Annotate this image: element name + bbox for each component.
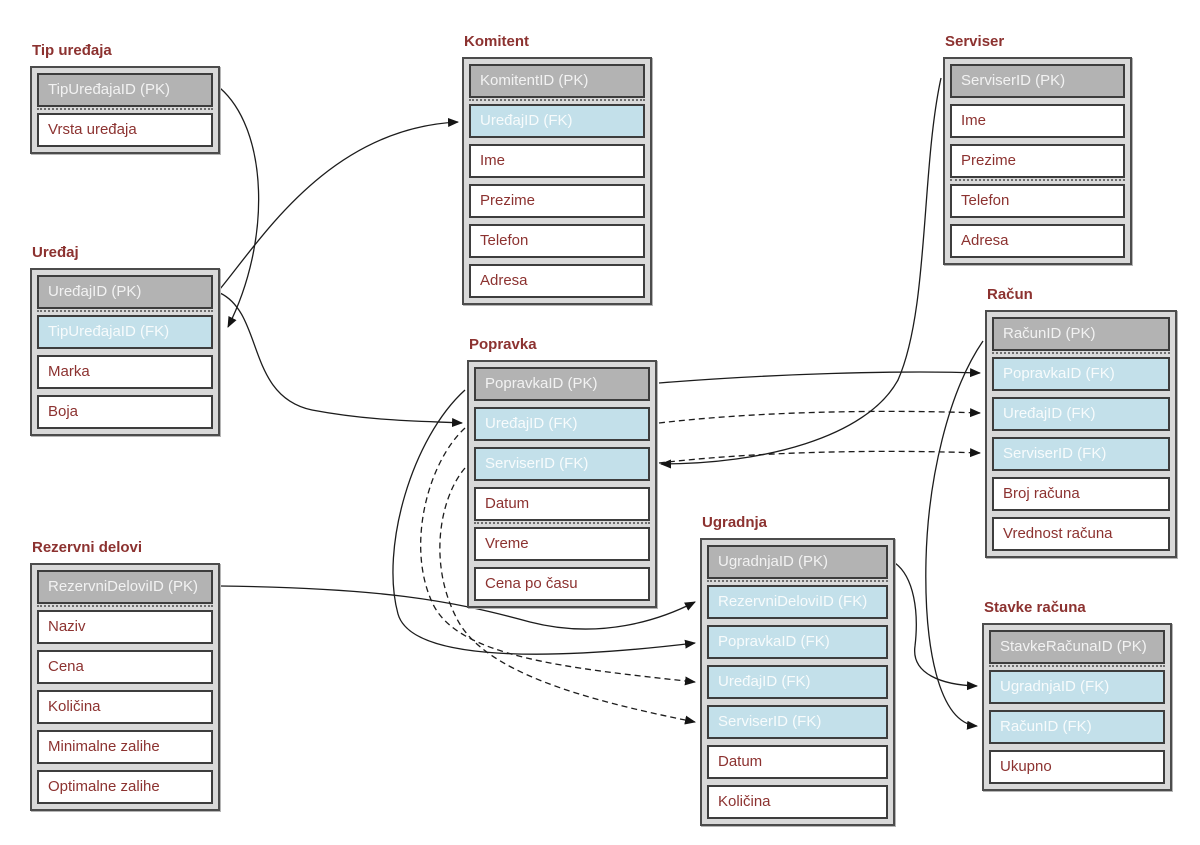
field-row-ugradnja-6[interactable]: Količina (707, 785, 888, 819)
relationship-line-2[interactable] (219, 292, 463, 428)
field-row-tip-uredjaja-1[interactable]: Vrsta uređaja (37, 113, 213, 147)
section-divider (950, 179, 1125, 181)
table-frame-stavke-racuna: StavkeRačunaID (PK) UgradnjaID (FK) RačunI… (982, 623, 1172, 791)
relationship-line-10[interactable] (439, 467, 696, 725)
relationship-line-4[interactable] (658, 368, 981, 384)
field-row-serviser-2[interactable]: Prezime (950, 144, 1125, 178)
section-divider (37, 310, 213, 312)
relationship-line-1[interactable] (219, 117, 459, 290)
relationship-line-9[interactable] (420, 427, 696, 686)
table-title-racun: Račun (987, 286, 1033, 303)
section-divider (37, 605, 213, 607)
field-row-stavke-racuna-3[interactable]: Ukupno (989, 750, 1165, 784)
table-frame-ugradnja: UgradnjaID (PK) RezervniDeloviID (FK) Popr… (700, 538, 895, 826)
relationship-line-12[interactable] (925, 340, 984, 730)
table-title-rezervni-delovi: Rezervni delovi (32, 539, 143, 556)
field-row-serviser-0[interactable]: ServiserID (PK) (950, 64, 1125, 98)
field-row-komitent-5[interactable]: Adresa (469, 264, 645, 298)
relationship-line-8[interactable] (392, 389, 696, 655)
field-row-racun-2[interactable]: UređajID (FK) (992, 397, 1170, 431)
field-row-rezervni-delovi-2[interactable]: Cena (37, 650, 213, 684)
field-row-komitent-1[interactable]: UređajID (FK) (469, 104, 645, 138)
relationship-line-3[interactable] (660, 77, 942, 469)
section-divider (474, 522, 650, 524)
relationship-line-6[interactable] (658, 448, 981, 464)
field-row-popravka-2[interactable]: ServiserID (FK) (474, 447, 650, 481)
field-row-komitent-4[interactable]: Telefon (469, 224, 645, 258)
section-divider (469, 99, 645, 101)
field-row-uredjaj-0[interactable]: UređajID (PK) (37, 275, 213, 309)
field-row-serviser-4[interactable]: Adresa (950, 224, 1125, 258)
table-frame-popravka: PopravkaID (PK) UređajID (FK) ServiserID (… (467, 360, 657, 608)
field-row-popravka-4[interactable]: Vreme (474, 527, 650, 561)
field-row-rezervni-delovi-5[interactable]: Optimalne zalihe (37, 770, 213, 804)
field-row-rezervni-delovi-0[interactable]: RezervniDeloviID (PK) (37, 570, 213, 604)
field-row-rezervni-delovi-4[interactable]: Minimalne zalihe (37, 730, 213, 764)
field-row-ugradnja-2[interactable]: PopravkaID (FK) (707, 625, 888, 659)
field-row-ugradnja-1[interactable]: RezervniDeloviID (FK) (707, 585, 888, 619)
table-frame-racun: RačunID (PK) PopravkaID (FK) UređajID (FK)… (985, 310, 1177, 558)
relationship-line-11[interactable] (894, 562, 978, 691)
section-divider (989, 665, 1165, 667)
relationship-line-7[interactable] (219, 585, 696, 630)
relationship-line-5[interactable] (658, 408, 981, 424)
relationship-line-0[interactable] (219, 87, 260, 328)
field-row-stavke-racuna-2[interactable]: RačunID (FK) (989, 710, 1165, 744)
section-divider (707, 580, 888, 582)
field-row-rezervni-delovi-1[interactable]: Naziv (37, 610, 213, 644)
section-divider (37, 108, 213, 110)
table-title-popravka: Popravka (469, 336, 537, 353)
field-row-komitent-0[interactable]: KomitentID (PK) (469, 64, 645, 98)
field-row-ugradnja-0[interactable]: UgradnjaID (PK) (707, 545, 888, 579)
field-row-ugradnja-3[interactable]: UređajID (FK) (707, 665, 888, 699)
field-row-komitent-3[interactable]: Prezime (469, 184, 645, 218)
field-row-tip-uredjaja-0[interactable]: TipUređajaID (PK) (37, 73, 213, 107)
section-divider (992, 352, 1170, 354)
field-row-komitent-2[interactable]: Ime (469, 144, 645, 178)
field-row-uredjaj-1[interactable]: TipUređajaID (FK) (37, 315, 213, 349)
field-row-ugradnja-4[interactable]: ServiserID (FK) (707, 705, 888, 739)
field-row-popravka-0[interactable]: PopravkaID (PK) (474, 367, 650, 401)
field-row-serviser-3[interactable]: Telefon (950, 184, 1125, 218)
table-title-stavke-racuna: Stavke računa (984, 599, 1086, 616)
field-row-racun-4[interactable]: Broj računa (992, 477, 1170, 511)
table-title-ugradnja: Ugradnja (702, 514, 768, 531)
field-row-uredjaj-3[interactable]: Boja (37, 395, 213, 429)
table-title-tip-uredjaja: Tip uređaja (32, 42, 112, 59)
field-row-racun-0[interactable]: RačunID (PK) (992, 317, 1170, 351)
field-row-popravka-5[interactable]: Cena po času (474, 567, 650, 601)
field-row-stavke-racuna-1[interactable]: UgradnjaID (FK) (989, 670, 1165, 704)
field-row-serviser-1[interactable]: Ime (950, 104, 1125, 138)
field-row-racun-1[interactable]: PopravkaID (FK) (992, 357, 1170, 391)
field-row-ugradnja-5[interactable]: Datum (707, 745, 888, 779)
field-row-racun-5[interactable]: Vrednost računa (992, 517, 1170, 551)
table-title-uredjaj: Uređaj (32, 244, 79, 261)
field-row-uredjaj-2[interactable]: Marka (37, 355, 213, 389)
field-row-popravka-3[interactable]: Datum (474, 487, 650, 521)
table-title-serviser: Serviser (945, 33, 1005, 50)
field-row-racun-3[interactable]: ServiserID (FK) (992, 437, 1170, 471)
field-row-rezervni-delovi-3[interactable]: Količina (37, 690, 213, 724)
field-row-stavke-racuna-0[interactable]: StavkeRačunaID (PK) (989, 630, 1165, 664)
table-title-komitent: Komitent (464, 33, 529, 50)
table-frame-tip-uredjaja: TipUređajaID (PK) Vrsta uređaja (30, 66, 220, 154)
field-row-popravka-1[interactable]: UređajID (FK) (474, 407, 650, 441)
